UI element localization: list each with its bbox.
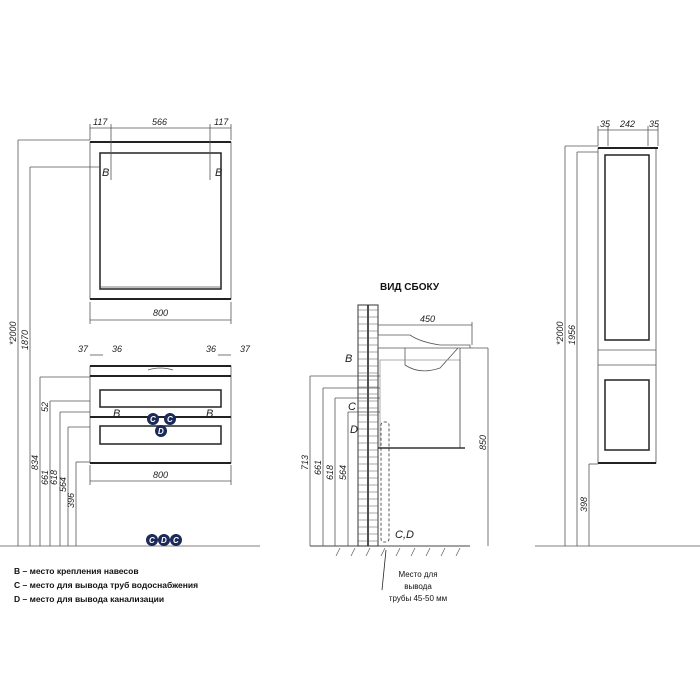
column-height-1956: 1956 (567, 325, 577, 345)
side-view-title: ВИД СБОКУ (380, 282, 440, 293)
cab-mount-right: B (206, 408, 213, 420)
side-depth: 450 (420, 314, 435, 324)
mirror-dim-left: 117 (93, 117, 108, 127)
pipe-note-line1: Место для (398, 570, 437, 579)
column-dim-center: 242 (619, 119, 635, 129)
pipe-marker-d: D (155, 425, 167, 437)
height-834: 834 (30, 455, 40, 470)
pipe-note-line2: вывода (404, 582, 432, 591)
mirror-mount-right: B (215, 167, 222, 179)
mirror-mount-left: B (102, 167, 109, 179)
side-label-d: D (350, 424, 358, 436)
cab-dim-left-inner: 36 (112, 344, 122, 354)
side-height-lines (309, 375, 387, 591)
cabinet-front (89, 354, 232, 485)
side-label-b: B (345, 353, 352, 365)
height-1870: 1870 (20, 330, 30, 350)
cab-mount-left: B (113, 408, 120, 420)
svg-text:D: D (161, 536, 167, 545)
mirror-dim-center: 566 (152, 117, 167, 127)
column-height-lines (564, 145, 598, 546)
svg-text:C: C (173, 536, 179, 545)
height-52: 52 (40, 402, 50, 412)
floor-hatch (335, 547, 461, 557)
side-height-713: 713 (300, 455, 310, 470)
mirror-front (89, 124, 232, 324)
column-dim-right: 35 (649, 119, 660, 129)
height-618: 618 (49, 470, 59, 485)
pipe-note-line3: трубы 45-50 мм (389, 594, 447, 603)
svg-text:C: C (149, 536, 155, 545)
height-396: 396 (66, 493, 76, 508)
pipe-marker-c-left: C (147, 413, 159, 425)
legend-d: D – место для вывода канализации (14, 594, 165, 604)
column-cabinet (597, 126, 659, 464)
side-label-cd: C,D (395, 529, 414, 541)
svg-text:D: D (158, 427, 164, 436)
legend-b: B – место крепления навесов (14, 566, 139, 576)
svg-text:C: C (167, 415, 173, 424)
mirror-width: 800 (153, 308, 168, 318)
column-height-2000: *2000 (555, 321, 565, 345)
side-height: 850 (478, 435, 488, 450)
cabinet-width: 800 (153, 470, 168, 480)
brick-wall (357, 304, 379, 547)
front-height-lines (17, 139, 100, 546)
cab-dim-left-outer: 37 (78, 344, 89, 354)
side-height-618: 618 (325, 465, 335, 480)
svg-text:C: C (150, 415, 156, 424)
height-2000: *2000 (8, 321, 18, 345)
height-564: 564 (58, 477, 68, 492)
floor-marker-d: D (158, 534, 170, 546)
legend-c: C – место для вывода труб водоснабжения (14, 580, 199, 590)
height-661: 661 (40, 470, 50, 485)
column-dim-left: 35 (600, 119, 611, 129)
cab-dim-right-outer: 37 (240, 344, 251, 354)
side-height-564: 564 (338, 465, 348, 480)
cab-dim-right-inner: 36 (206, 344, 216, 354)
side-height-661: 661 (313, 460, 323, 475)
side-cabinet (377, 322, 489, 546)
floor-marker-c-right: C (170, 534, 182, 546)
floor-marker-c-left: C (146, 534, 158, 546)
pipe-marker-c-right: C (164, 413, 176, 425)
mirror-dim-right: 117 (214, 117, 229, 127)
side-label-c: C (348, 401, 356, 413)
column-height-398: 398 (579, 497, 589, 512)
